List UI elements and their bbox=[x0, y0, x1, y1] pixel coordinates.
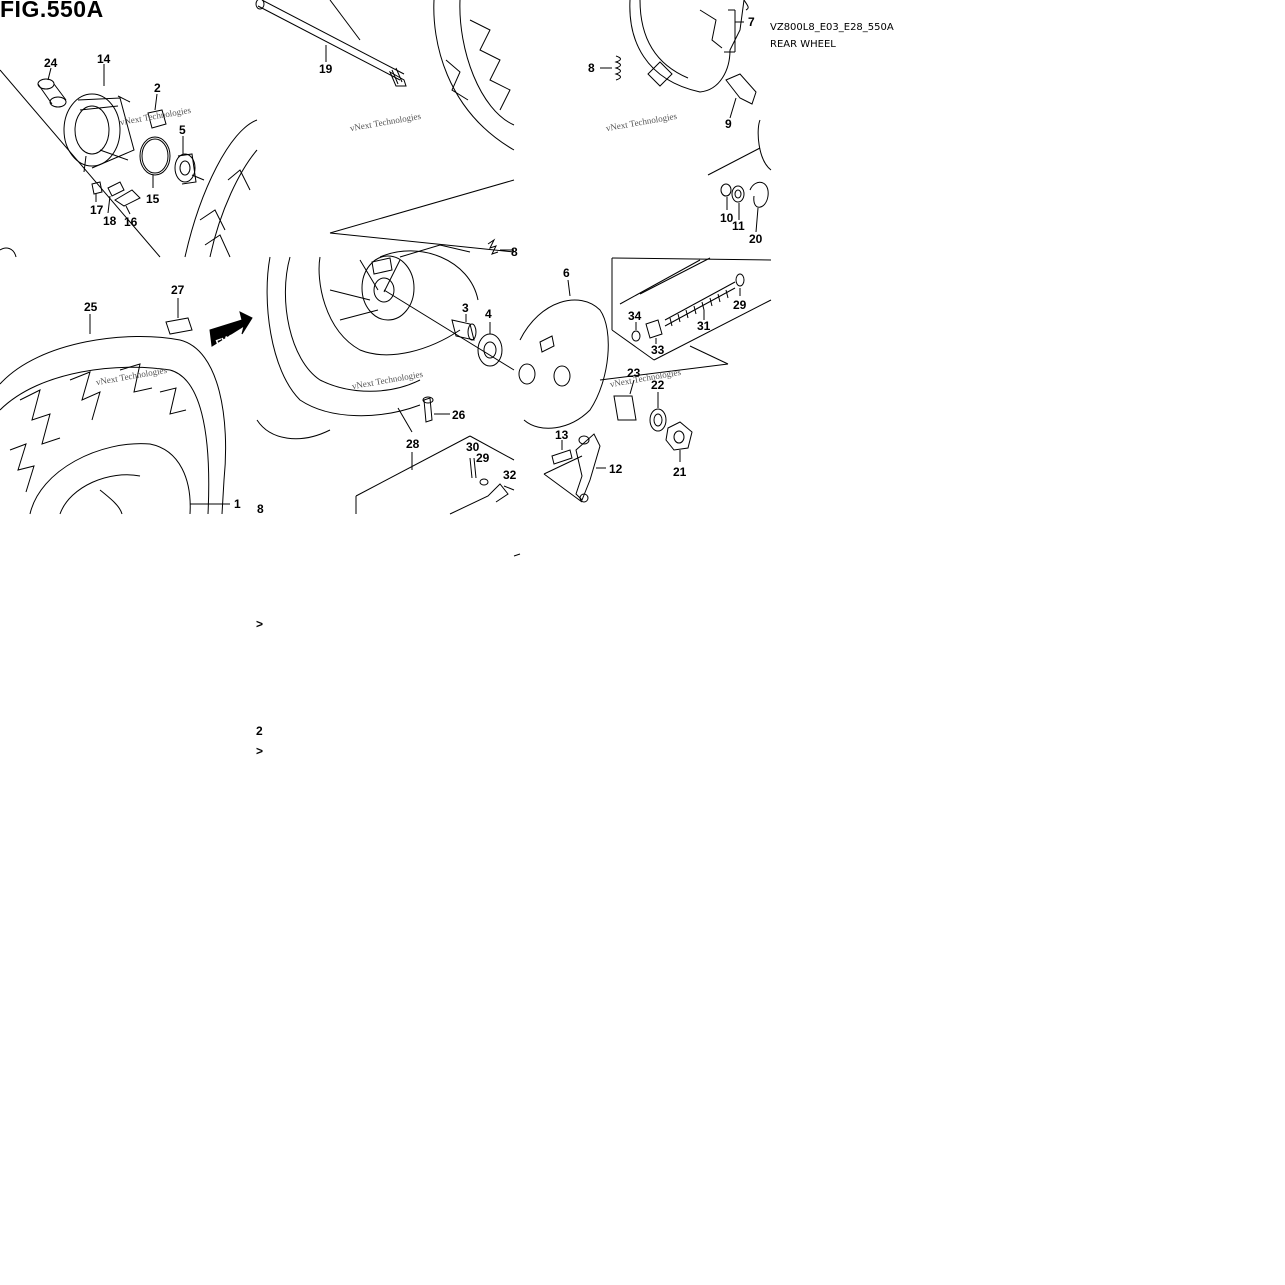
stray-mark-2: 2 bbox=[256, 724, 263, 738]
callout-15: 15 bbox=[146, 192, 160, 206]
callout-23: 23 bbox=[627, 366, 641, 380]
callout-25: 25 bbox=[84, 300, 98, 314]
callout-9: 9 bbox=[725, 117, 732, 131]
callout-numbers: 24 14 2 5 15 17 18 16 19 7 8 9 10 11 20 … bbox=[44, 15, 763, 758]
callout-33: 33 bbox=[651, 343, 665, 357]
callout-8-mid: 8 bbox=[511, 245, 518, 259]
callout-24: 24 bbox=[44, 56, 58, 70]
callout-8-bottom: 8 bbox=[257, 502, 264, 516]
callout-26: 26 bbox=[452, 408, 466, 422]
callout-3: 3 bbox=[462, 301, 469, 315]
watermark-4: vNext Technologies bbox=[351, 369, 424, 391]
section-name: REAR WHEEL bbox=[770, 39, 836, 50]
wheel-tile bbox=[256, 238, 521, 557]
callout-19: 19 bbox=[319, 62, 333, 76]
callout-32: 32 bbox=[503, 468, 517, 482]
callout-31: 31 bbox=[697, 319, 711, 333]
callout-17: 17 bbox=[90, 203, 104, 217]
callout-6: 6 bbox=[563, 266, 570, 280]
callout-27: 27 bbox=[171, 283, 185, 297]
axle-tile bbox=[255, 0, 515, 253]
callout-14: 14 bbox=[97, 52, 111, 66]
callout-34: 34 bbox=[628, 309, 642, 323]
callout-28: 28 bbox=[406, 437, 420, 451]
callout-12: 12 bbox=[609, 462, 623, 476]
stray-mark-1: > bbox=[256, 617, 263, 631]
callout-4: 4 bbox=[485, 307, 492, 321]
watermark-2: vNext Technologies bbox=[605, 111, 678, 133]
callout-1: 1 bbox=[234, 497, 241, 511]
stray-mark-3: > bbox=[256, 744, 263, 758]
callout-29-upper: 29 bbox=[733, 298, 747, 312]
model-code: VZ800L8_E03_E28_550A bbox=[770, 22, 894, 33]
tyre-tile bbox=[0, 298, 230, 515]
callout-16: 16 bbox=[124, 215, 138, 229]
brake-shoe-tile bbox=[600, 0, 772, 233]
callout-11: 11 bbox=[732, 219, 745, 233]
callout-5: 5 bbox=[179, 123, 186, 137]
callout-30: 30 bbox=[466, 440, 480, 454]
fwd-arrow-icon bbox=[209, 311, 253, 347]
hub-tile bbox=[0, 64, 258, 258]
figure-title: FIG.550A bbox=[0, 0, 104, 22]
callout-20: 20 bbox=[749, 232, 763, 246]
callout-7: 7 bbox=[748, 15, 755, 29]
callout-18: 18 bbox=[103, 214, 117, 228]
brake-panel-tile bbox=[518, 257, 772, 503]
callout-2: 2 bbox=[154, 81, 161, 95]
callout-10: 10 bbox=[720, 211, 734, 225]
watermark-1: vNext Technologies bbox=[349, 111, 422, 133]
callout-22: 22 bbox=[651, 378, 665, 392]
watermark-5: vNext Technologies bbox=[609, 367, 682, 389]
callout-29-lower: 29 bbox=[476, 451, 490, 465]
callout-8-top: 8 bbox=[588, 61, 595, 75]
callout-21: 21 bbox=[673, 465, 687, 479]
callout-13: 13 bbox=[555, 428, 569, 442]
